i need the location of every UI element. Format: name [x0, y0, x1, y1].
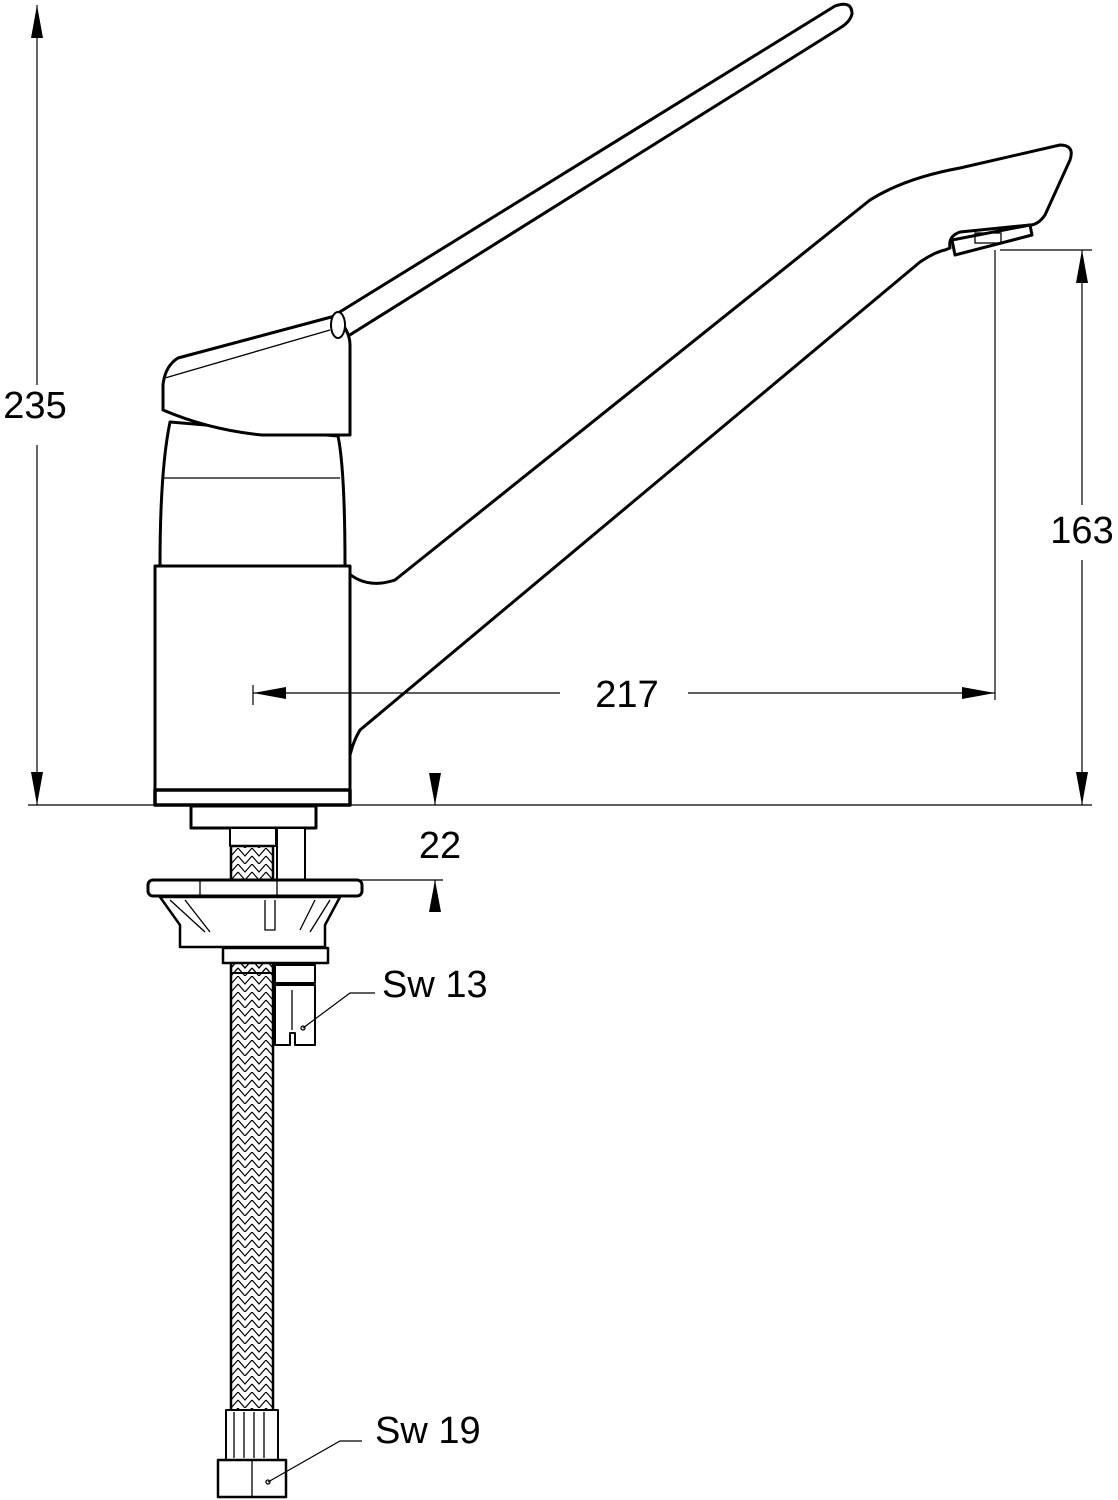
supply-pipe [276, 827, 306, 881]
lever-cap-edge [164, 329, 331, 379]
hose-over-nut [230, 962, 274, 974]
label-sw19: Sw 19 [375, 1410, 481, 1452]
base-ring [153, 788, 352, 807]
dim-spout-reach: 217 [595, 674, 658, 716]
hose-fitting-top [229, 827, 277, 847]
fixing-ring [221, 946, 330, 965]
sw13-nut-hex [274, 984, 316, 1046]
lever-cap [161, 314, 352, 437]
dim-spout-height: 163 [1050, 510, 1113, 552]
spout [343, 143, 1073, 792]
label-sw13: Sw 13 [382, 964, 488, 1006]
threaded-nipple [189, 804, 318, 830]
lever-arm [328, 2, 854, 340]
dim-total-height: 235 [3, 385, 66, 427]
aerator-outlet [974, 232, 1002, 244]
lever-joint [330, 311, 346, 339]
aerator [950, 223, 1034, 257]
body-lower [153, 564, 352, 793]
sw19-leader [267, 1440, 362, 1483]
dim-deck-thickness: 22 [419, 825, 461, 867]
sw13-leader [302, 992, 375, 1029]
body-upper [158, 420, 347, 568]
sw13-nut [274, 964, 316, 984]
mounting-flange [146, 878, 364, 898]
